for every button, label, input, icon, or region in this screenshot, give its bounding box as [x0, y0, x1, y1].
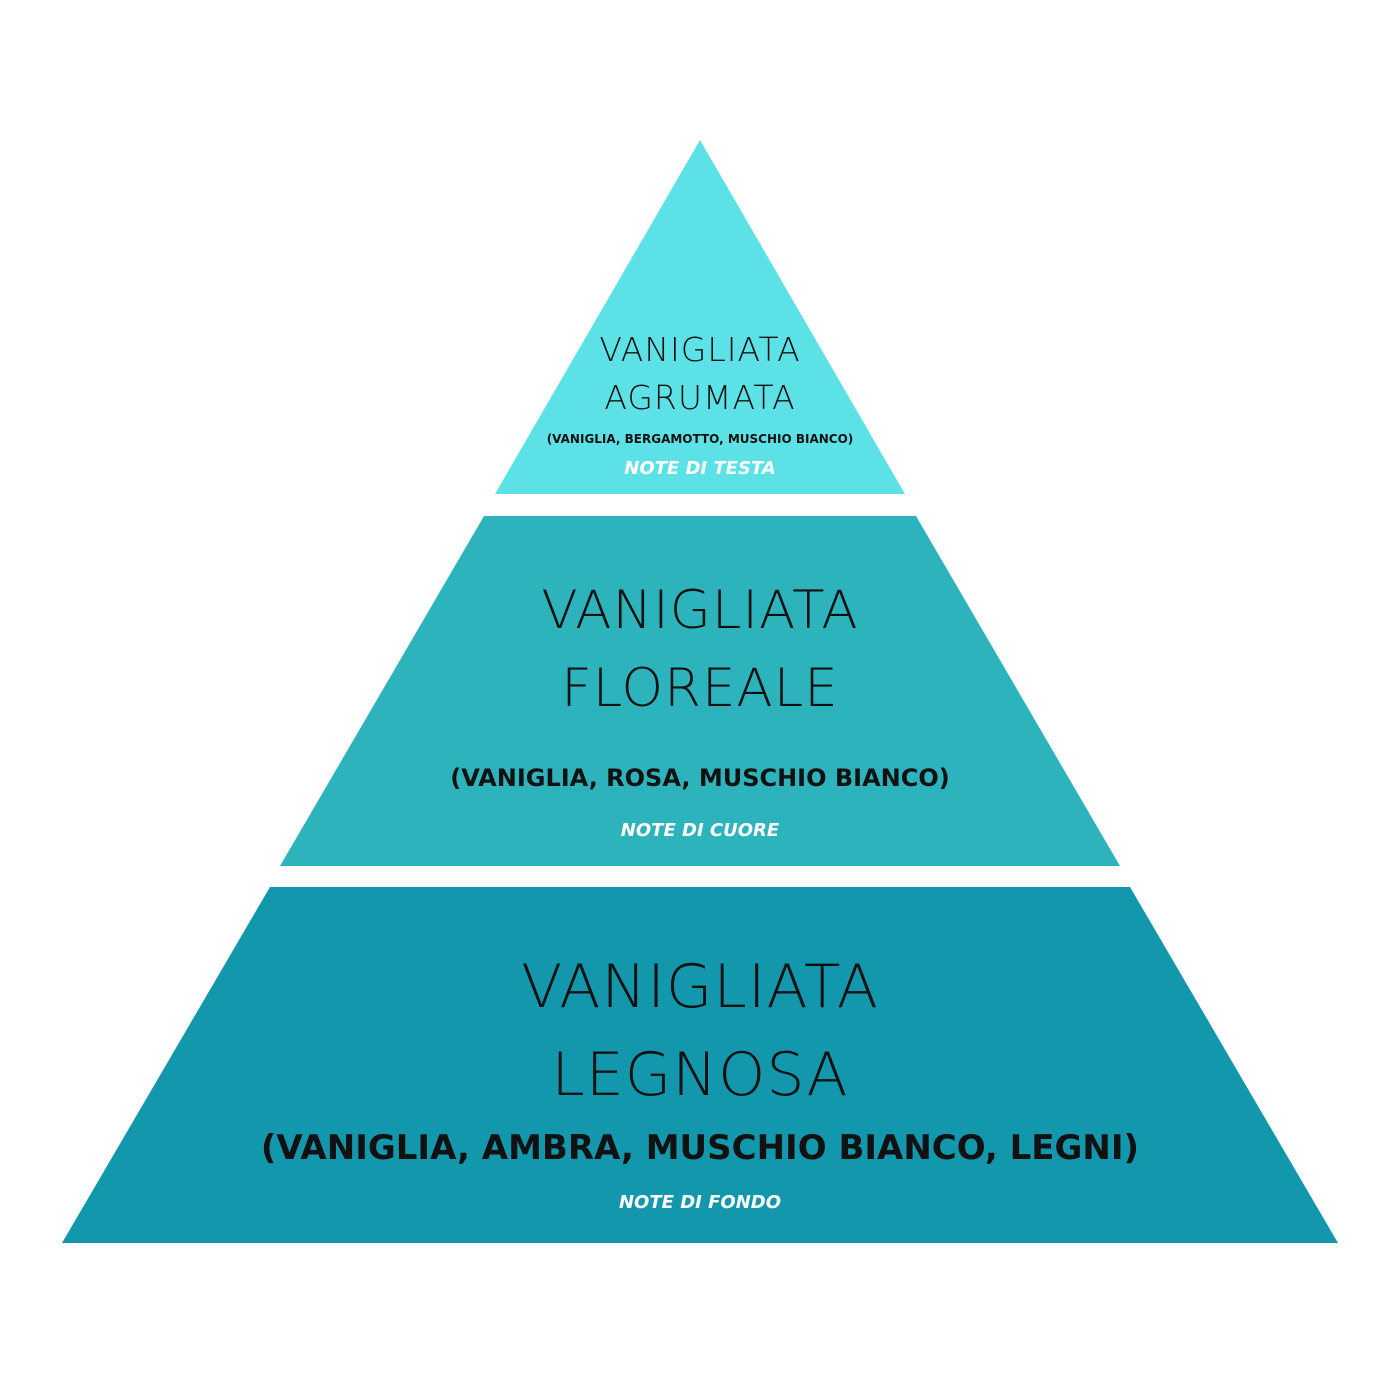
top-tier-title-line2: AGRUMATA — [604, 378, 796, 417]
bottom-tier-ingredients: (VANIGLIA, AMBRA, MUSCHIO BIANCO, LEGNI) — [260, 1128, 1140, 1168]
bottom-tier-title-line2: LEGNOSA — [551, 1040, 849, 1110]
middle-tier-label: NOTE DI CUORE — [620, 820, 780, 841]
bottom-tier-title-line1: VANIGLIATA — [521, 952, 879, 1022]
top-tier-label: NOTE DI TESTA — [624, 458, 776, 479]
top-tier-ingredients: (VANIGLIA, BERGAMOTTO, MUSCHIO BIANCO) — [546, 432, 854, 446]
middle-tier-title-line2: FLOREALE — [561, 658, 839, 719]
pyramid-tier-middle — [280, 516, 1120, 866]
pyramid-tier-bottom — [62, 887, 1338, 1243]
middle-tier-ingredients: (VANIGLIA, ROSA, MUSCHIO BIANCO) — [450, 764, 950, 792]
middle-tier-title-line1: VANIGLIATA — [541, 580, 859, 641]
bottom-tier-label: NOTE DI FONDO — [618, 1192, 782, 1213]
top-tier-title-line1: VANIGLIATA — [599, 330, 801, 369]
pyramid-tier-top — [495, 140, 905, 494]
